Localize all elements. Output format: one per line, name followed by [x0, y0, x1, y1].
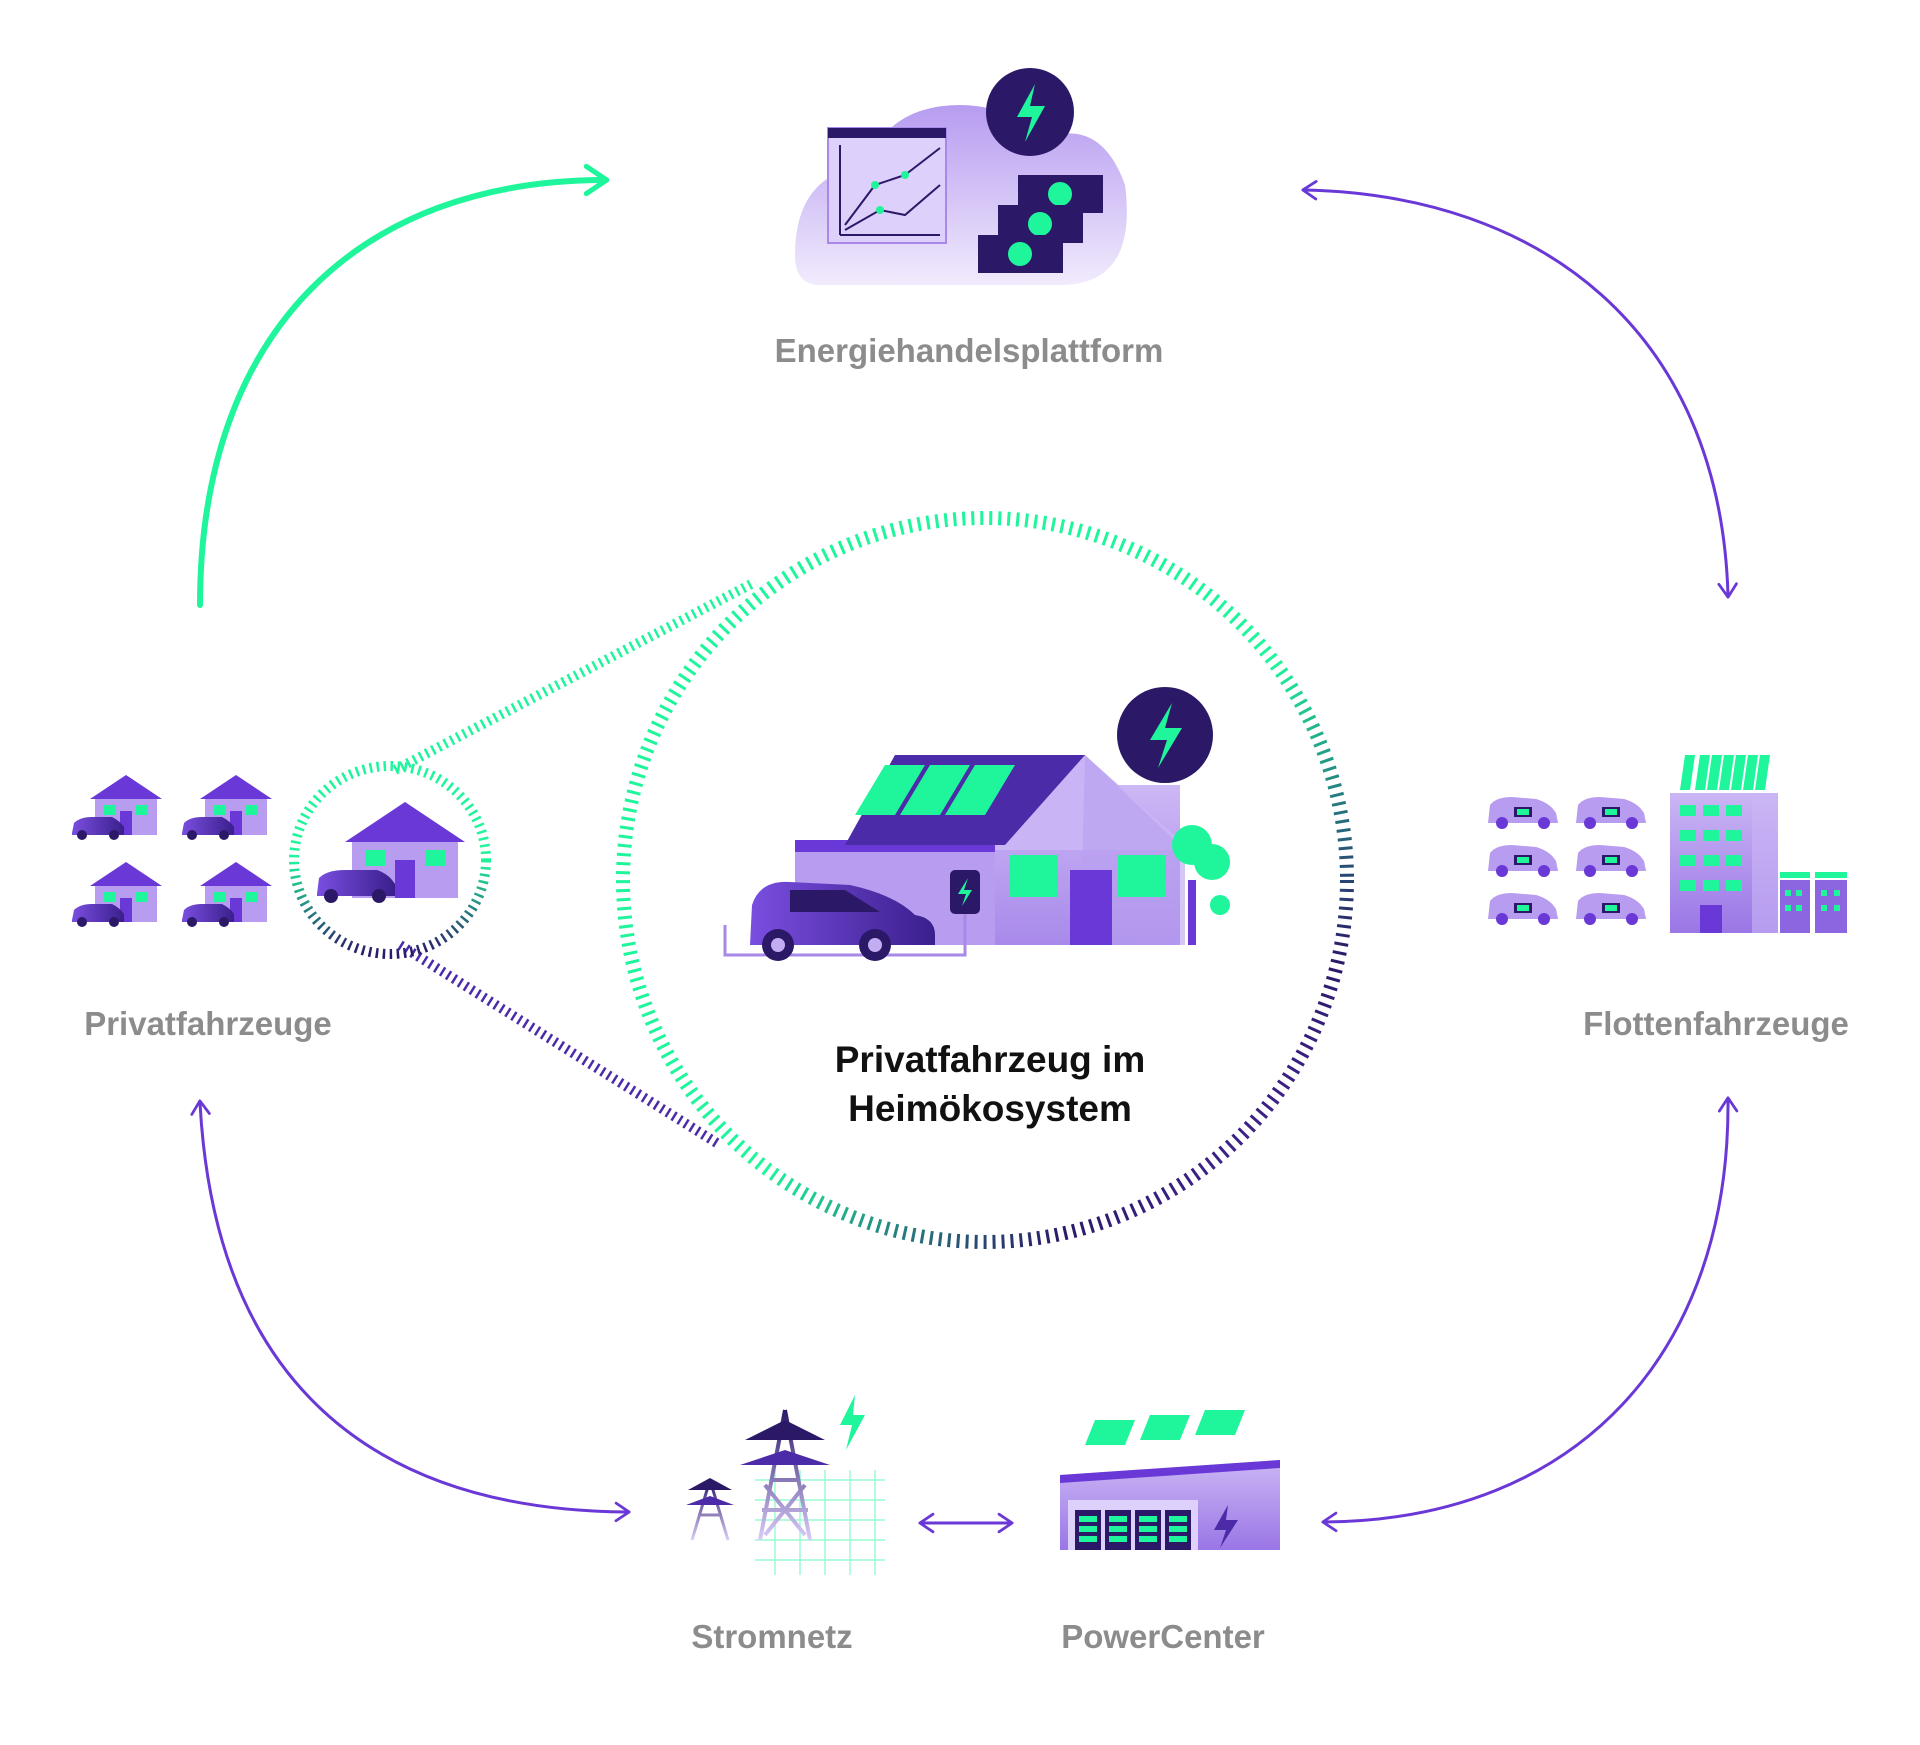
center-title-line1: Privatfahrzeug im: [834, 1039, 1146, 1080]
arrow-private-to-trading: [197, 163, 610, 608]
fleet-icon: [1488, 755, 1847, 933]
power-grid-icon: [686, 1395, 885, 1575]
center-title-line2: Heimökosystem: [848, 1088, 1132, 1129]
arrow-private-grid: [190, 1099, 631, 1523]
label-power-grid: Stromnetz: [691, 1618, 853, 1655]
private-houses-icon: [72, 775, 465, 927]
label-power-center: PowerCenter: [1061, 1618, 1265, 1655]
arrow-trading-fleet: [1301, 180, 1738, 599]
label-private-vehicles: Privatfahrzeuge: [84, 1005, 332, 1042]
ecosystem-ring: [616, 511, 1354, 1249]
home-ecosystem-icon: [723, 687, 1230, 961]
zoom-rays: [392, 577, 758, 1150]
center-title: Privatfahrzeug im Heimökosystem: [835, 1035, 1145, 1133]
arrow-fleet-powercenter: [1321, 1096, 1739, 1533]
selected-house-ring: [289, 761, 491, 959]
trading-cloud-icon: [795, 68, 1127, 285]
power-center-icon: [1060, 1410, 1280, 1550]
label-fleet-vehicles: Flottenfahrzeuge: [1583, 1005, 1849, 1042]
label-energy-trading: Energiehandelsplattform: [774, 332, 1164, 369]
